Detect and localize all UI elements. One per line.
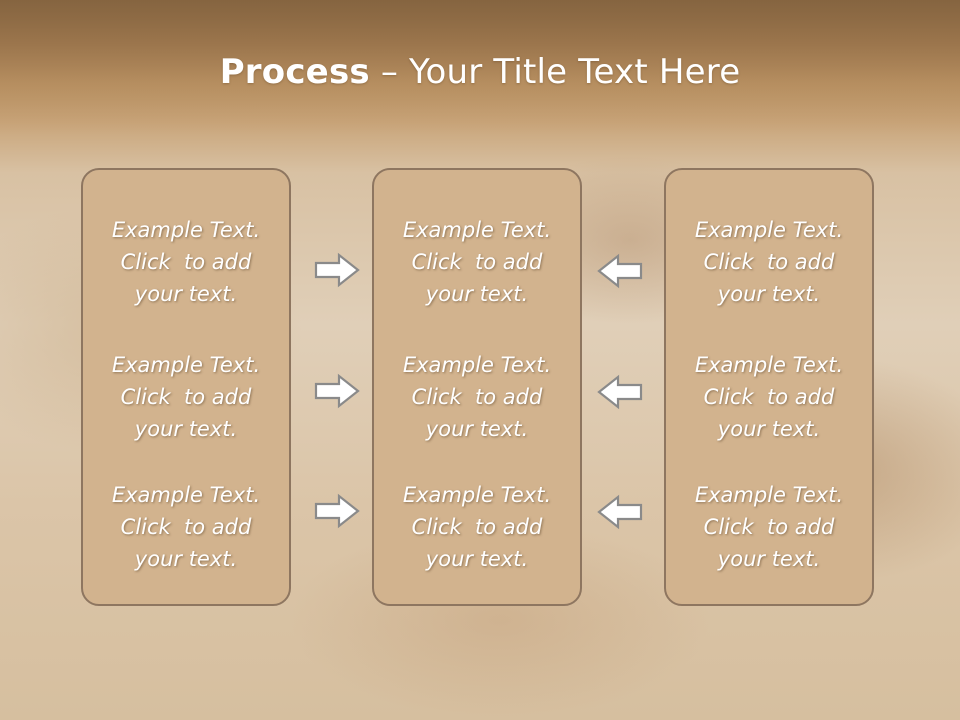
arrow-right-icon — [313, 493, 361, 529]
text-block[interactable]: Example Text. Click to add your text. — [666, 214, 872, 310]
text-line: your text. — [717, 282, 821, 306]
text-block[interactable]: Example Text. Click to add your text. — [374, 214, 580, 310]
text-block[interactable]: Example Text. Click to add your text. — [83, 214, 289, 310]
arrow-left-icon — [596, 253, 644, 289]
text-line: Example Text. — [111, 483, 261, 507]
text-line: Click to add — [120, 515, 252, 539]
text-line: Example Text. — [694, 483, 844, 507]
text-line: Example Text. — [694, 353, 844, 377]
text-line: your text. — [134, 417, 238, 441]
text-block[interactable]: Example Text. Click to add your text. — [666, 479, 872, 575]
text-line: Click to add — [703, 515, 835, 539]
text-line: Click to add — [411, 515, 543, 539]
arrow-right-icon — [313, 373, 361, 409]
text-block[interactable]: Example Text. Click to add your text. — [83, 479, 289, 575]
text-line: Click to add — [411, 385, 543, 409]
arrow-left-icon — [596, 494, 644, 530]
text-block[interactable]: Example Text. Click to add your text. — [83, 349, 289, 445]
text-line: your text. — [134, 282, 238, 306]
text-line: Example Text. — [111, 353, 261, 377]
text-block[interactable]: Example Text. Click to add your text. — [374, 479, 580, 575]
title-bold-part: Process — [219, 52, 370, 92]
text-block[interactable]: Example Text. Click to add your text. — [666, 349, 872, 445]
text-line: Click to add — [120, 250, 252, 274]
process-box-right[interactable]: Example Text. Click to add your text. Ex… — [664, 168, 874, 606]
text-line: Example Text. — [402, 218, 552, 242]
slide-title[interactable]: Process – Your Title Text Here — [0, 52, 960, 92]
text-line: Click to add — [703, 250, 835, 274]
title-band — [0, 0, 960, 135]
text-line: Example Text. — [402, 353, 552, 377]
text-line: Click to add — [703, 385, 835, 409]
text-line: your text. — [134, 547, 238, 571]
arrow-left-icon — [596, 374, 644, 410]
text-block[interactable]: Example Text. Click to add your text. — [374, 349, 580, 445]
text-line: Example Text. — [402, 483, 552, 507]
text-line: Example Text. — [694, 218, 844, 242]
text-line: Click to add — [120, 385, 252, 409]
arrow-right-icon — [313, 252, 361, 288]
title-rest-part: – Your Title Text Here — [369, 52, 741, 92]
text-line: your text. — [425, 417, 529, 441]
text-line: your text. — [425, 282, 529, 306]
text-line: your text. — [717, 547, 821, 571]
text-line: Example Text. — [111, 218, 261, 242]
text-line: Click to add — [411, 250, 543, 274]
text-line: your text. — [717, 417, 821, 441]
process-box-left[interactable]: Example Text. Click to add your text. Ex… — [81, 168, 291, 606]
process-box-center[interactable]: Example Text. Click to add your text. Ex… — [372, 168, 582, 606]
text-line: your text. — [425, 547, 529, 571]
